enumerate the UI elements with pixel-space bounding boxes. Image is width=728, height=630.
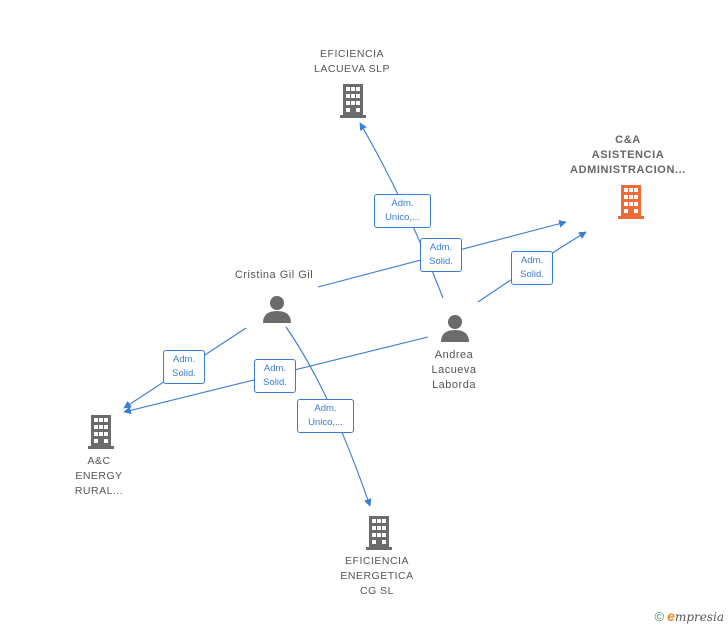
building-icon [88, 415, 114, 449]
company-label-eficiencia-energetica[interactable]: EFICIENCIA ENERGETICA CG SL [340, 555, 414, 597]
edge-label-adm-solid[interactable]: Adm. Solid. [254, 359, 296, 393]
edge-label-adm-solid[interactable]: Adm. Solid. [163, 350, 205, 384]
edge-label-adm-unico[interactable]: Adm. Unico,... [297, 399, 354, 433]
company-label-ca-asistencia[interactable]: C&A ASISTENCIA ADMINISTRACION... [570, 134, 686, 176]
brand-name: mpresia [674, 610, 724, 624]
company-label-eficiencia-lacueva[interactable]: EFICIENCIA LACUEVA SLP [314, 48, 390, 75]
company-label-ac-energy[interactable]: A&C ENERGY RURAL... [74, 455, 124, 497]
edge-label-adm-solid[interactable]: Adm. Solid. [511, 251, 553, 285]
copyright-icon: © [654, 609, 665, 624]
building-icon-highlight [618, 185, 644, 219]
person-label-cristina[interactable]: Cristina Gil Gil [234, 269, 314, 281]
person-icon [263, 296, 291, 323]
person-label-andrea[interactable]: Andrea Lacueva Laborda [431, 349, 477, 391]
building-icon [340, 84, 366, 118]
brand-initial: e [667, 608, 675, 624]
building-icon [366, 516, 392, 550]
brand-logo[interactable]: ©empresia [655, 608, 724, 624]
edge-label-adm-unico[interactable]: Adm. Unico,... [374, 194, 431, 228]
person-icon [441, 315, 469, 342]
edge-label-adm-solid[interactable]: Adm. Solid. [420, 238, 462, 272]
